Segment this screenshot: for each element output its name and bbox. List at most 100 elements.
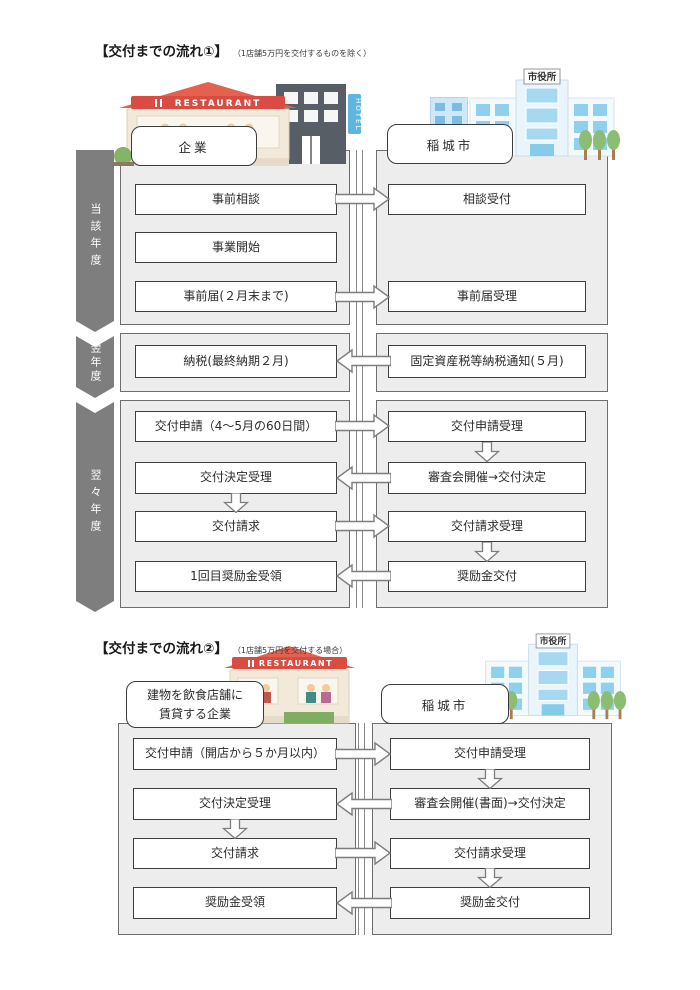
- flow2-box-review-committee-text: 審査会開催(書面)→交付決定: [414, 796, 566, 811]
- flow1-box-grant-request-accepted-text: 交付請求受理: [450, 518, 523, 533]
- hotel-sign-tag: [348, 94, 361, 134]
- arrow-left: [335, 563, 391, 589]
- flow1-box-tax-notice-text: 固定資産税等納税通知(５月): [410, 353, 564, 368]
- arrow-left: [335, 890, 392, 916]
- hotel-sign-text: HOTEL: [354, 98, 362, 131]
- arrow-left: [335, 791, 392, 817]
- flow1-box-prior-notification-text: 事前届(２月末まで): [183, 288, 289, 303]
- flow1-box-prior-notification-accepted-text: 事前届受理: [456, 288, 517, 303]
- knife-icon: [252, 660, 254, 667]
- flow1-box-prior-notification: 事前届(２月末まで): [135, 281, 337, 312]
- flow2-city-header-text: 稲城市: [421, 697, 469, 713]
- flow1-box-consultation-reception-text: 相談受付: [462, 191, 511, 206]
- flow1-city-header: 稲城市: [387, 124, 513, 164]
- flow2-box-incentive-granted: 奨励金交付: [390, 887, 590, 919]
- flow1-box-tax-payment: 納税(最終納期２月): [135, 345, 337, 378]
- city-hall2-sign: [535, 633, 571, 649]
- flow2-box-grant-request-accepted-text: 交付請求受理: [453, 845, 526, 860]
- flow2-box-grant-application-accepted-text: 交付申請受理: [453, 746, 526, 761]
- arrow-down: [222, 819, 248, 839]
- flow2-title: 【交付までの流れ②】: [95, 641, 228, 657]
- flow2-box-incentive-received: 奨励金受領: [133, 887, 337, 919]
- year-label-next-text: 翌年度: [89, 342, 102, 384]
- bush: [114, 147, 132, 165]
- flow2-box-grant-request-accepted: 交付請求受理: [390, 838, 590, 869]
- flow1-box-grant-application-text: 交付申請（4～5月の60日間）: [154, 418, 318, 433]
- hotel-windows: [284, 92, 338, 122]
- flow1-box-grant-request-text: 交付請求: [211, 518, 260, 533]
- flow1-box-review-committee-text: 審査会開催→交付決定: [427, 470, 547, 485]
- flow1-box-prior-consultation: 事前相談: [135, 184, 337, 215]
- city-hall-sign-text-2: 市役所: [540, 635, 567, 647]
- city-hall-sign-text-1: 市役所: [528, 71, 557, 83]
- arrow-right: [335, 413, 391, 439]
- arrow-down: [474, 542, 500, 562]
- flow2-company-header-line2: 賃貸する企業: [158, 706, 231, 721]
- arrow-left: [335, 465, 391, 491]
- restaurant2-banner: [232, 657, 347, 669]
- flow1-company-header: 企業: [131, 126, 257, 166]
- flow1-box-first-incentive-received: 1回目奨励金受領: [135, 561, 337, 592]
- arrow-down: [223, 493, 249, 513]
- flow2-company-header-line1: 建物を飲食店舗に: [146, 687, 243, 702]
- arrow-right: [335, 741, 392, 767]
- knife-icon: [160, 99, 162, 107]
- flow2-box-incentive-granted-text: 奨励金交付: [459, 895, 520, 910]
- flow2-title-row: 【交付までの流れ②】 （1店舗5万円を交付する場合）: [95, 637, 347, 657]
- flow2-box-grant-request: 交付請求: [133, 838, 337, 869]
- city-hall-tower-glass: [525, 87, 559, 141]
- restaurant-sign-text-2: RESTAURANT: [259, 659, 333, 668]
- flow2-box-grant-application-text: 交付申請（開店から５か月以内）: [144, 746, 325, 761]
- hotel-building-illustration: HOTEL: [276, 84, 362, 164]
- flow2-box-grant-application-accepted: 交付申請受理: [390, 738, 590, 770]
- flow2-box-grant-decision-received: 交付決定受理: [133, 788, 337, 820]
- city-hall-entrance: [530, 144, 554, 156]
- flow1-box-grant-decision-received: 交付決定受理: [135, 462, 337, 494]
- fork-icon: [248, 660, 250, 667]
- city-hall2-tower-glass: [537, 651, 569, 701]
- flow2-box-review-committee: 審査会開催(書面)→交付決定: [390, 788, 590, 820]
- flow1-title-row: 【交付までの流れ①】 （1店舗5万円を交付するものを除く）: [95, 40, 371, 60]
- arrow-right: [335, 186, 391, 212]
- flow2-box-grant-request-text: 交付請求: [210, 845, 259, 860]
- flow1-box-prior-consultation-text: 事前相談: [211, 191, 260, 206]
- flow2-box-grant-application: 交付申請（開店から５か月以内）: [133, 738, 337, 770]
- flow2-company-header: 建物を飲食店舗に 賃貸する企業: [126, 681, 264, 728]
- flow2-subtitle: （1店舗5万円を交付する場合）: [232, 646, 348, 655]
- flow2-box-grant-decision-received-text: 交付決定受理: [198, 796, 271, 811]
- flow1-box-grant-decision-received-text: 交付決定受理: [199, 470, 272, 485]
- year-label-current-text: 当該年度: [89, 203, 102, 271]
- city-hall2-entrance: [541, 704, 565, 716]
- flow1-box-grant-application-accepted: 交付申請受理: [388, 411, 586, 442]
- flow1-box-business-start: 事業開始: [135, 232, 337, 263]
- year-label-after-next: 翌々年度: [76, 402, 114, 612]
- arrow-right: [335, 284, 391, 310]
- restaurant-banner: [131, 96, 285, 109]
- flow1-box-first-incentive-received-text: 1回目奨励金受領: [190, 568, 282, 583]
- flow1-title: 【交付までの流れ①】: [95, 44, 228, 60]
- flow1-box-grant-application-accepted-text: 交付申請受理: [450, 418, 523, 433]
- flow1-column-divider: [356, 150, 363, 608]
- arrow-right: [335, 840, 392, 866]
- flow1-city-header-text: 稲城市: [426, 137, 474, 153]
- flow1-box-grant-application: 交付申請（4～5月の60日間）: [135, 411, 337, 442]
- flow1-box-tax-payment-text: 納税(最終納期２月): [183, 353, 289, 368]
- year-label-next: 翌年度: [76, 336, 114, 398]
- flow2-box-incentive-received-text: 奨励金受領: [204, 895, 265, 910]
- flow1-subtitle: （1店舗5万円を交付するものを除く）: [232, 49, 372, 58]
- arrow-down: [477, 769, 503, 789]
- arrow-left: [335, 348, 391, 374]
- flow1-box-consultation-reception: 相談受付: [388, 184, 586, 215]
- flow1-box-incentive-granted: 奨励金交付: [388, 561, 586, 592]
- flow1-box-review-committee: 審査会開催→交付決定: [388, 462, 586, 494]
- flow1-box-tax-notice: 固定資産税等納税通知(５月): [388, 345, 586, 378]
- restaurant-sign-text-1: RESTAURANT: [175, 99, 262, 109]
- arrow-down: [477, 868, 503, 888]
- city-hall-sign: [523, 68, 561, 85]
- arrow-down: [474, 442, 500, 462]
- year-label-current: 当該年度: [76, 150, 114, 332]
- fork-icon: [155, 99, 157, 107]
- planter: [113, 162, 134, 166]
- year-label-after-next-text: 翌々年度: [89, 469, 102, 537]
